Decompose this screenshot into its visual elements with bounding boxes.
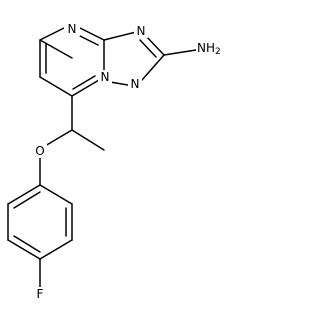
atom-n-pyrimidine-top: N	[68, 22, 77, 36]
atom-n-triazole-bottom: N	[131, 77, 140, 91]
bond-n-top-to-c2	[39, 39, 73, 59]
atom-ether-oxygen: O	[35, 144, 44, 158]
bond-ar6-ar1-double	[13, 191, 41, 209]
bond-n-tri-top-to-c-amine-double	[139, 39, 157, 58]
bond-ar4-ar5	[7, 239, 41, 260]
bond-n-top-left	[39, 27, 65, 41]
bond-ch-to-oxygen	[44, 129, 73, 147]
amine-subscript: 2	[215, 47, 221, 57]
molecule-diagram: N N N N NH2 O F	[7, 22, 228, 301]
bond-ar3-ar4	[39, 239, 73, 260]
atom-n-triazole-top: N	[137, 24, 146, 38]
bond-c4-to-n-bridge-double	[72, 75, 96, 90]
structure-canvas: N N N N NH2 O F	[7, 22, 228, 301]
bond-c-to-nh2	[163, 49, 197, 56]
bond-c8a-to-n-top	[79, 27, 105, 41]
ether-chain	[39, 95, 105, 186]
pyrimidine-ring	[39, 27, 105, 97]
atom-n-triazole-bridge: N	[101, 70, 110, 84]
bond-c3-to-c4	[39, 76, 73, 97]
bond-c4-to-n-bridge	[71, 79, 100, 97]
bond-c-amine-to-n-tri-bottom	[141, 54, 165, 81]
atom-fluorine: F	[37, 287, 44, 301]
bond-ar6-ar1	[7, 184, 41, 205]
amine-nh-text: NH	[197, 41, 215, 55]
fluorophenyl-ring	[7, 184, 73, 288]
bond-c8a-to-n-tri-top	[103, 31, 137, 41]
atom-amine-nh2: NH2	[197, 41, 221, 57]
bond-ch-to-methyl	[71, 129, 105, 151]
bond-c8a-to-n-top-double	[79, 35, 99, 46]
bond-ar1-ar2	[39, 184, 73, 205]
bond-ar4-ar5-double	[13, 235, 41, 253]
bond-n-tri-bottom-to-n-bridge	[109, 81, 129, 86]
atom-labels: N N N N NH2 O F	[33, 22, 228, 301]
